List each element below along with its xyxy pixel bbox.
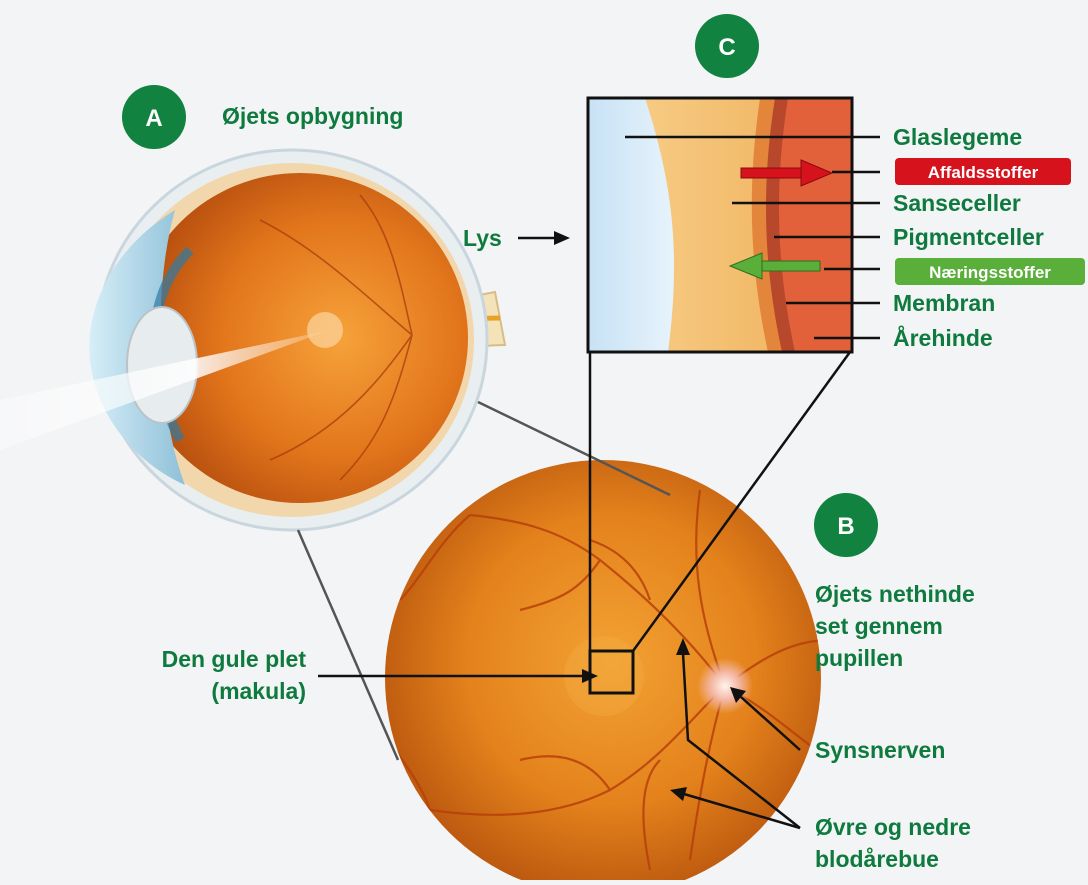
- section-b-title-line-2: set gennem: [815, 613, 943, 639]
- layer-label-vitreous: Glaslegeme: [893, 124, 1022, 150]
- nutrients-tag: Næringsstoffer: [895, 258, 1085, 285]
- layer-label-nutrients: Næringsstoffer: [929, 263, 1051, 282]
- light-arrow: [518, 231, 570, 245]
- light-label: Lys: [463, 225, 502, 251]
- badge-a-letter: A: [145, 105, 162, 132]
- layer-label-waste: Affaldsstoffer: [928, 163, 1039, 182]
- vessels-label-line-1: Øvre og nedre: [815, 814, 971, 840]
- badge-a: A: [122, 85, 186, 149]
- macula-label-line-2: (makula): [211, 678, 306, 704]
- layer-label-photoreceptors: Sanseceller: [893, 190, 1021, 216]
- section-b-title-line-1: Øjets nethinde: [815, 581, 975, 607]
- macula-label-line-1: Den gule plet: [162, 646, 307, 672]
- connector-line: [298, 530, 398, 760]
- badge-c: C: [695, 14, 759, 78]
- waste-tag: Affaldsstoffer: [895, 158, 1071, 185]
- eye-cross-section-illustration: [0, 150, 505, 530]
- layer-label-membrane: Membran: [893, 290, 995, 316]
- layer-label-choroid: Årehinde: [893, 324, 993, 351]
- badge-b-letter: B: [837, 513, 854, 540]
- badge-b: B: [814, 493, 878, 557]
- vessels-label-line-2: blodårebue: [815, 846, 939, 872]
- badge-c-letter: C: [718, 34, 735, 61]
- section-a-title: Øjets opbygning: [222, 103, 403, 129]
- optic-nerve-label: Synsnerven: [815, 737, 945, 763]
- section-b-title-line-3: pupillen: [815, 645, 903, 671]
- layer-label-pigment: Pigmentceller: [893, 224, 1044, 250]
